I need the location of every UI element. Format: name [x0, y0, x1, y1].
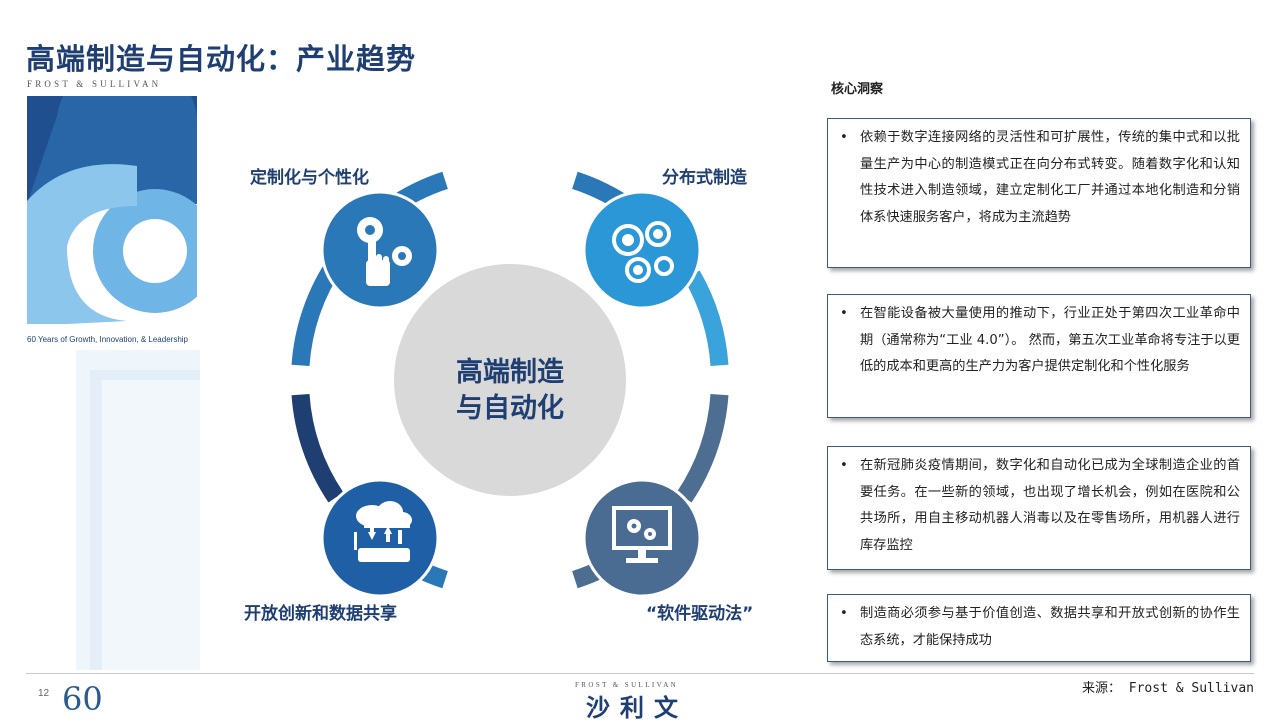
gears-cluster-icon: [612, 221, 674, 283]
insight-card-3: • 在新冠肺炎疫情期间，数字化和自动化已成为全球制造企业的首要任务。在一些新的领…: [827, 446, 1251, 570]
center-line-2: 与自动化: [456, 393, 564, 424]
insight-text-4: 制造商必须参与基于价值创造、数据共享和开放式创新的协作生态系统，才能保持成功: [860, 606, 1240, 648]
node-label-distributed: 分布式制造: [662, 168, 747, 188]
node-open-innovation: [320, 478, 440, 598]
footer-brand-wordmark: FROST & SULLIVAN: [575, 681, 679, 689]
page-title: 高端制造与自动化：产业趋势: [26, 42, 417, 76]
center-line-1: 高端制造: [456, 357, 564, 388]
hero-caption: 60 Years of Growth, Innovation, & Leader…: [27, 335, 188, 344]
node-label-software-driven: “软件驱动法”: [646, 604, 754, 624]
gears-hand-icon: [357, 217, 412, 286]
ring-segment: [291, 393, 344, 503]
insight-text-2: 在智能设备被大量使用的推动下，行业正处于第四次工业革命中期（通常称为“工业 4.…: [860, 306, 1240, 374]
logo-60-text: 60: [62, 680, 103, 714]
ring-segment: [676, 393, 729, 503]
node-label-customization: 定制化与个性化: [250, 168, 369, 188]
bullet: •: [840, 458, 848, 473]
center-disc: [394, 264, 626, 496]
decorative-panels: [50, 350, 200, 670]
source-note: 来源： Frost & Sullivan: [1081, 681, 1254, 696]
insight-card-1: • 依赖于数字连接网络的灵活性和可扩展性，传统的集中式和以批量生产为中心的制造模…: [827, 118, 1251, 268]
node-customization: [320, 190, 440, 310]
bullet: •: [840, 130, 848, 145]
anniversary-logo: 60: [62, 680, 103, 714]
node-software-driven: [582, 478, 702, 598]
cloud-router-icon: [354, 501, 412, 562]
footer-brand-cn: 沙利文: [586, 694, 688, 722]
insights-header: 核心洞察: [831, 82, 884, 97]
insight-card-2: • 在智能设备被大量使用的推动下，行业正处于第四次工业革命中期（通常称为“工业 …: [827, 294, 1251, 418]
footer-divider: [26, 673, 1254, 674]
insight-text-1: 依赖于数字连接网络的灵活性和可扩展性，传统的集中式和以批量生产为中心的制造模式正…: [860, 130, 1240, 225]
brand-wordmark: FROST & SULLIVAN: [27, 79, 162, 89]
node-distributed: [582, 190, 702, 310]
bullet: •: [840, 606, 848, 621]
page-number: 12: [38, 688, 50, 699]
insight-text-3: 在新冠肺炎疫情期间，数字化和自动化已成为全球制造企业的首要任务。在一些新的领域，…: [860, 458, 1240, 553]
insight-card-4: • 制造商必须参与基于价值创造、数据共享和开放式创新的协作生态系统，才能保持成功: [827, 594, 1251, 662]
bullet: •: [840, 306, 848, 321]
diagram-center-label: 高端制造 与自动化: [430, 355, 590, 427]
monitor-gears-icon: [612, 506, 672, 563]
ring-segment: [683, 270, 729, 367]
hero-60-graphic: [27, 96, 197, 324]
node-label-open-innovation: 开放创新和数据共享: [244, 604, 397, 624]
trend-cycle-diagram: 高端制造 与自动化 定制化与个性化 分布式制造 开放创新和数据共享 “软件驱动法…: [230, 150, 790, 630]
